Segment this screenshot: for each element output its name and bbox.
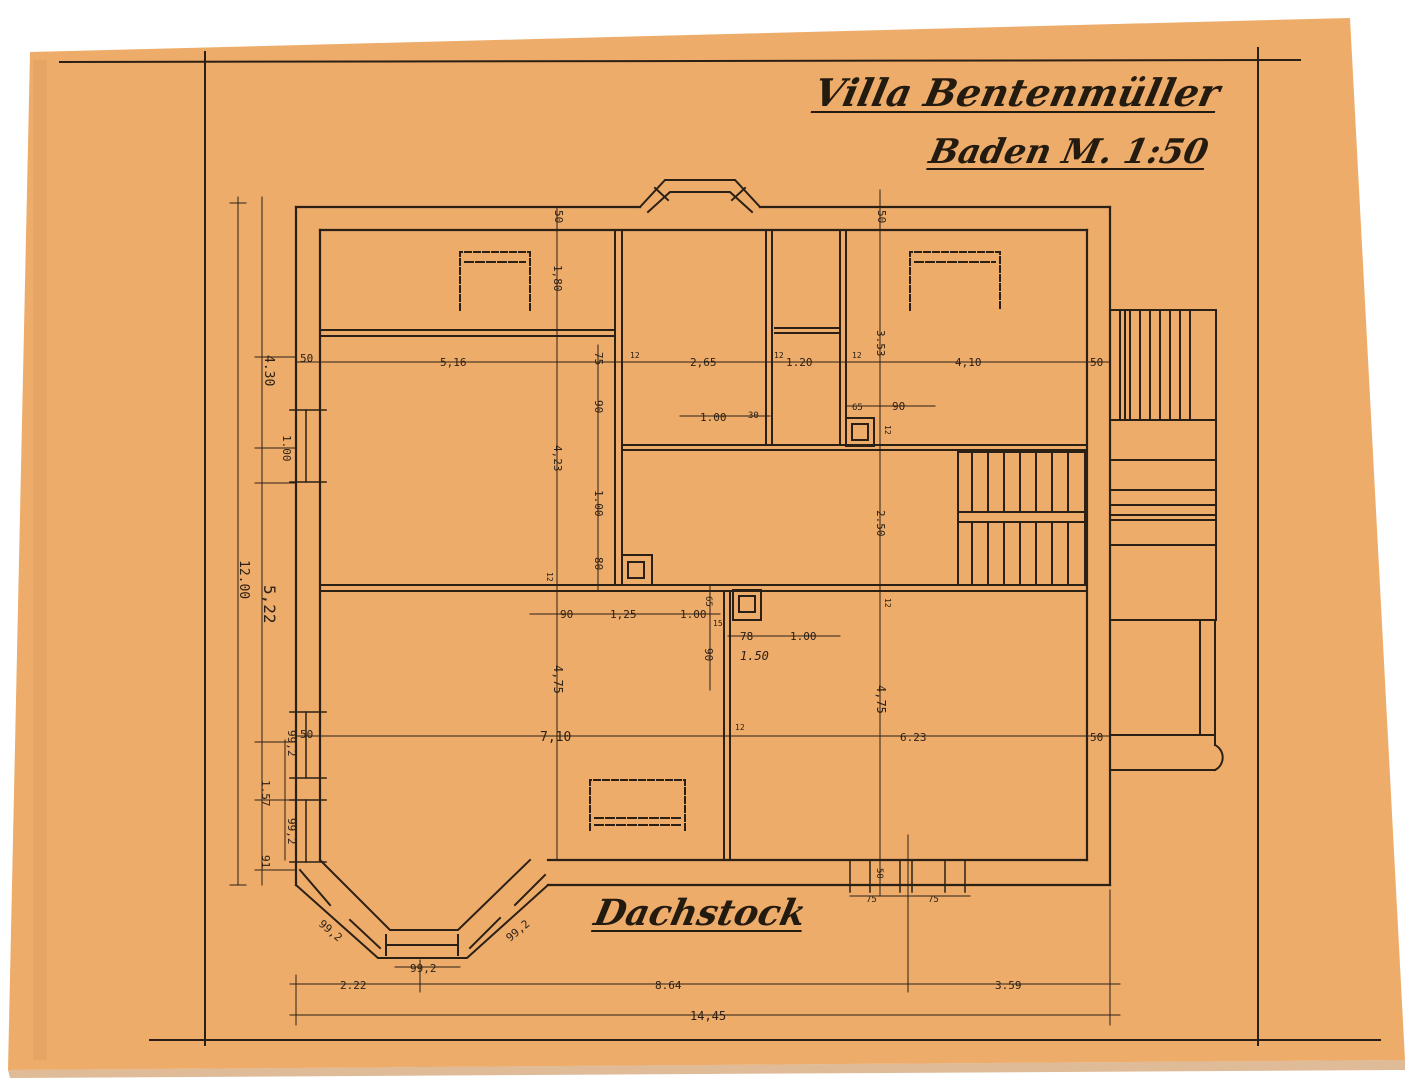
dim-bot-75a: 75 xyxy=(866,895,877,905)
dim-r1-516: 5,16 xyxy=(440,356,467,369)
dim-left-99b: 99,2 xyxy=(285,818,298,845)
dim-m-125: 1,25 xyxy=(610,608,637,621)
dim-bot-50: 50 xyxy=(874,868,884,879)
dim-left-91: 91 xyxy=(259,855,272,868)
dim-b-864: 8.64 xyxy=(655,979,682,992)
dim-left-1-00: 1.00 xyxy=(280,435,293,462)
dim-r3-50b: 50 xyxy=(1090,731,1103,744)
dim-m-150: 1.50 xyxy=(740,649,769,663)
paper-shadow-edge xyxy=(8,1060,1405,1078)
dim-d-65: 65 xyxy=(852,403,863,413)
dim-m-100b: 1.00 xyxy=(790,630,817,643)
dim-m-15: 15 xyxy=(713,619,723,628)
dim-v-250: 2.50 xyxy=(874,510,887,537)
dim-v-180: 1,80 xyxy=(551,265,564,292)
floor-label: Dachstock xyxy=(590,892,810,934)
dim-b-359: 3.59 xyxy=(995,979,1022,992)
drawing-title: Villa Bentenmüller xyxy=(810,70,1224,115)
dim-m-100: 1.00 xyxy=(680,608,707,621)
bay-window xyxy=(294,858,550,959)
dim-v-100a: 1.00 xyxy=(592,490,605,517)
dim-v-475a: 4,75 xyxy=(551,665,565,694)
dim-r1-12c: 12 xyxy=(852,351,862,360)
dimension-lines xyxy=(229,189,1121,1026)
dim-left-12-00: 12.00 xyxy=(236,560,251,599)
dim-b-222: 2.22 xyxy=(340,979,367,992)
dim-bot-75b: 75 xyxy=(928,895,939,905)
dim-r1-265: 2,65 xyxy=(690,356,717,369)
paper-sheet xyxy=(8,18,1405,1070)
dim-m-90b: 90 xyxy=(702,648,715,661)
dim-m-65: 65 xyxy=(703,596,713,607)
dim-r1-50b: 50 xyxy=(1090,356,1103,369)
dim-r1-12b: 12 xyxy=(774,351,784,360)
dim-r3-710: 7,10 xyxy=(540,730,571,745)
dim-v-80: 80 xyxy=(592,557,605,570)
border-frame xyxy=(58,47,1381,1046)
window-marker xyxy=(289,409,966,893)
dim-r1-50: 50 xyxy=(300,352,313,365)
dim-v-12c: 12 xyxy=(883,598,892,608)
dim-v-75: 75 xyxy=(592,352,605,365)
dim-left-5-22: 5,22 xyxy=(260,585,279,624)
chimney xyxy=(621,417,875,621)
dim-v-353: 3.53 xyxy=(874,330,887,357)
dim-top-50b: 50 xyxy=(875,210,888,223)
dim-v-12b: 12 xyxy=(883,425,892,435)
dim-left-4-30: 4.30 xyxy=(261,355,276,386)
dim-v-423: 4,23 xyxy=(551,445,564,472)
dim-r1-12a: 12 xyxy=(630,351,640,360)
top-dormer-bay xyxy=(638,179,762,214)
dim-top-50a: 50 xyxy=(552,210,565,223)
dim-left-99a: 99,2 xyxy=(285,730,298,757)
dim-d-100: 1.00 xyxy=(700,411,727,424)
dim-bay-99c: 99,2 xyxy=(410,962,437,975)
dim-r3-50: 50 xyxy=(300,728,313,741)
dim-m-78: 78 xyxy=(740,630,753,643)
drawing-subtitle: Baden M. 1:50 xyxy=(925,132,1212,172)
dim-r3-12: 12 xyxy=(735,723,745,732)
dim-v-475b: 4,75 xyxy=(874,685,888,714)
dim-v-12a: 12 xyxy=(545,572,554,582)
dim-r3-623: 6.23 xyxy=(900,731,927,744)
dim-r1-120: 1.20 xyxy=(786,356,813,369)
dim-b-1445: 14,45 xyxy=(690,1009,726,1023)
dim-d-30: 30 xyxy=(748,411,759,421)
dim-left-1-57: 1.57 xyxy=(259,780,272,807)
dormer-frame xyxy=(459,251,1001,831)
dim-v-90a: 90 xyxy=(592,400,605,413)
dim-d-90: 90 xyxy=(892,400,905,413)
dim-r1-410: 4,10 xyxy=(955,356,982,369)
balcony xyxy=(1109,309,1224,772)
dim-m-90: 90 xyxy=(560,608,573,621)
staircase xyxy=(957,451,1086,586)
